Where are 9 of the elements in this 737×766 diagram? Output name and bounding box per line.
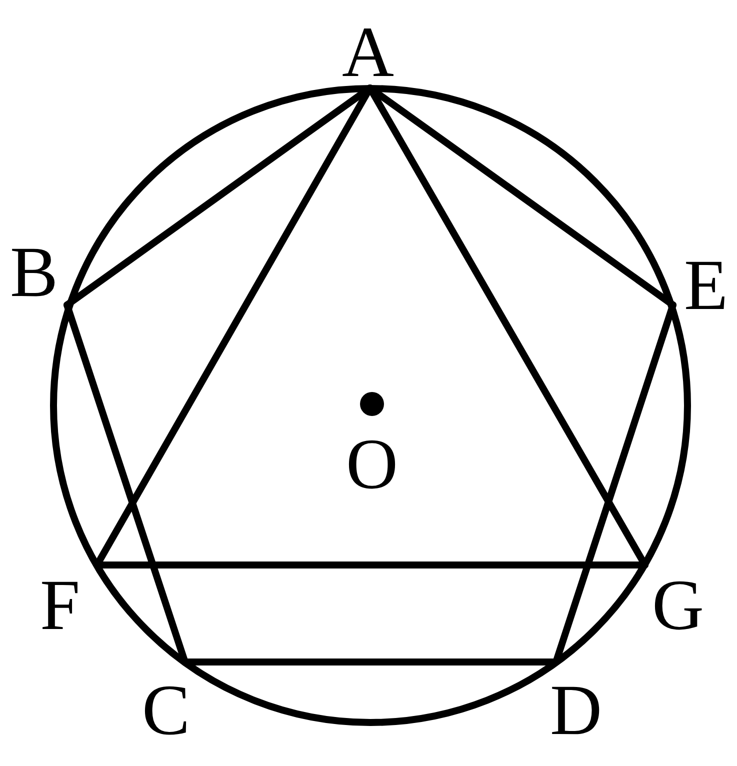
point-label: E bbox=[684, 249, 728, 321]
point-label: O bbox=[346, 428, 398, 500]
point-label: G bbox=[652, 569, 704, 641]
point-label: A bbox=[342, 16, 394, 88]
point-label: D bbox=[550, 674, 602, 746]
point-label: F bbox=[40, 569, 80, 641]
point-label: B bbox=[10, 236, 58, 308]
point-label: C bbox=[142, 674, 190, 746]
line-segment bbox=[366, 84, 648, 568]
